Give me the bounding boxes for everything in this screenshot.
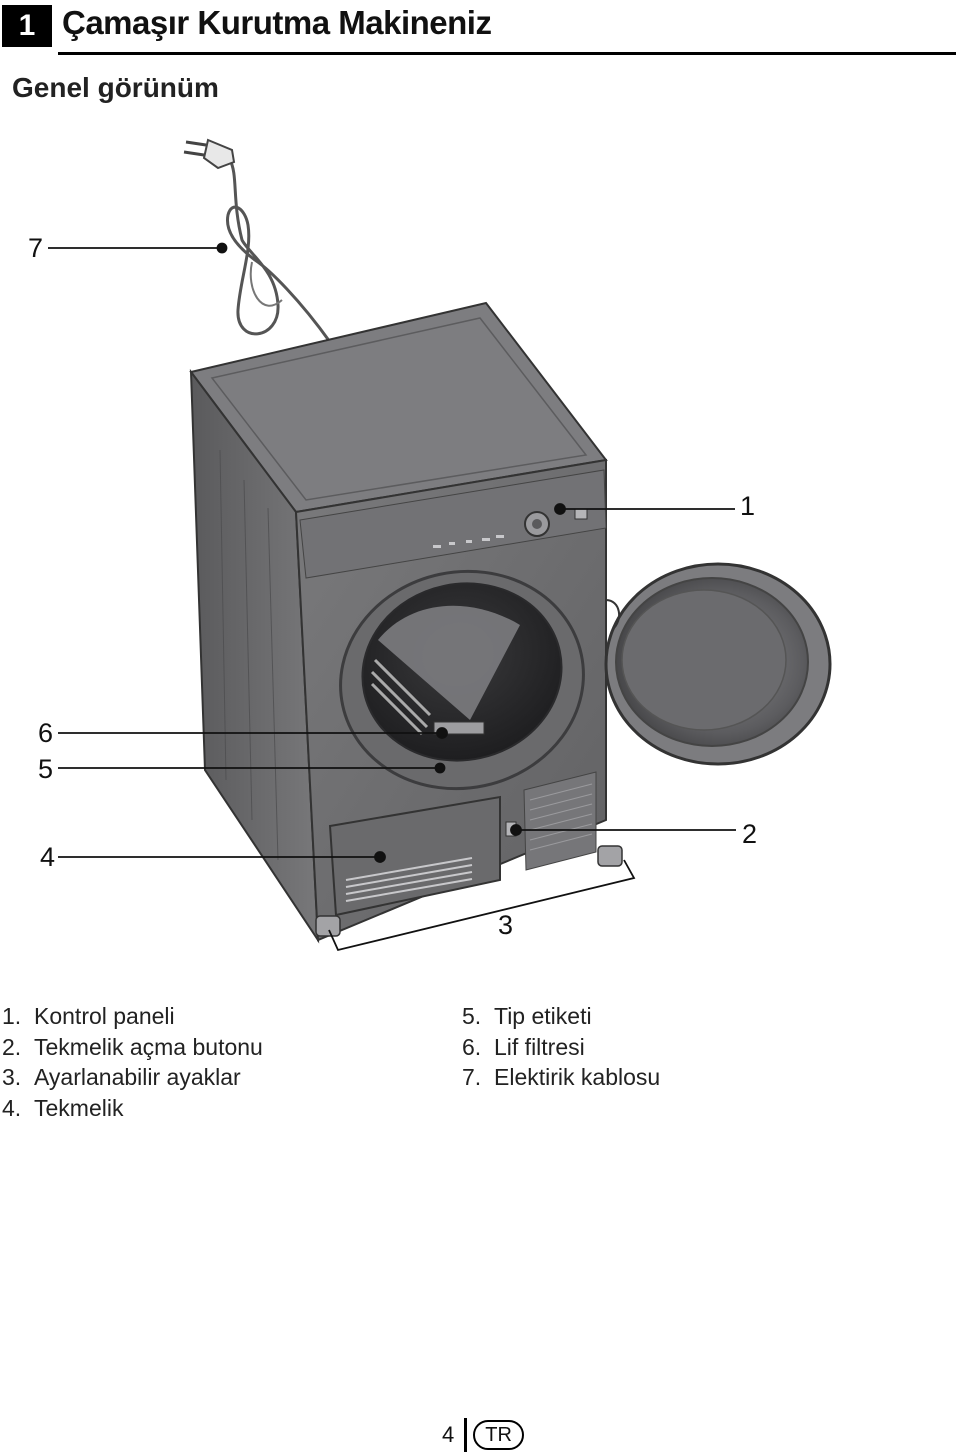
callout-1: 1 xyxy=(740,491,755,521)
page-footer: 4 TR xyxy=(442,1418,524,1452)
callout-5: 5 xyxy=(38,754,53,784)
legend-left: 1.Kontrol paneli 2.Tekmelik açma butonu … xyxy=(2,1001,263,1123)
footer-divider xyxy=(464,1418,468,1452)
power-cable xyxy=(225,159,332,343)
legend-item: 7.Elektirik kablosu xyxy=(462,1064,661,1090)
callout-leaders xyxy=(48,242,736,952)
legend-right: 5.Tip etiketi 6.Lif filtresi 7.Elektirik… xyxy=(462,1001,660,1093)
legend-item: 6.Lif filtresi xyxy=(462,1033,585,1060)
callout-3: 3 xyxy=(498,910,513,940)
open-door xyxy=(604,562,832,766)
language-badge: TR xyxy=(473,1420,524,1450)
callout-4: 4 xyxy=(40,842,55,872)
page-number: 4 xyxy=(442,1422,455,1447)
title-rule xyxy=(58,52,956,55)
legend-item: 3.Ayarlanabilir ayaklar xyxy=(2,1064,241,1090)
callout-2: 2 xyxy=(742,819,757,849)
legend-item: 2.Tekmelik açma butonu xyxy=(2,1033,263,1060)
legend-item: 5.Tip etiketi xyxy=(462,1003,592,1029)
control-panel xyxy=(299,469,607,579)
kickplate xyxy=(328,795,501,917)
callout-7: 7 xyxy=(28,233,43,263)
legend-item: 4.Tekmelik xyxy=(2,1094,124,1121)
start-button xyxy=(574,508,588,520)
adjustable-feet xyxy=(315,845,623,937)
legend-item: 1.Kontrol paneli xyxy=(2,1003,175,1029)
plug-icon xyxy=(183,138,236,170)
section-title: Genel görünüm xyxy=(12,72,219,103)
dryer-diagram: 7 1 6 5 4 2 3 xyxy=(28,138,832,952)
door-opening xyxy=(339,569,585,791)
callout-6: 6 xyxy=(38,718,53,748)
chapter-title: Çamaşır Kurutma Makineniz xyxy=(62,4,492,41)
vent-grille xyxy=(523,771,597,871)
chapter-number: 1 xyxy=(2,5,52,47)
